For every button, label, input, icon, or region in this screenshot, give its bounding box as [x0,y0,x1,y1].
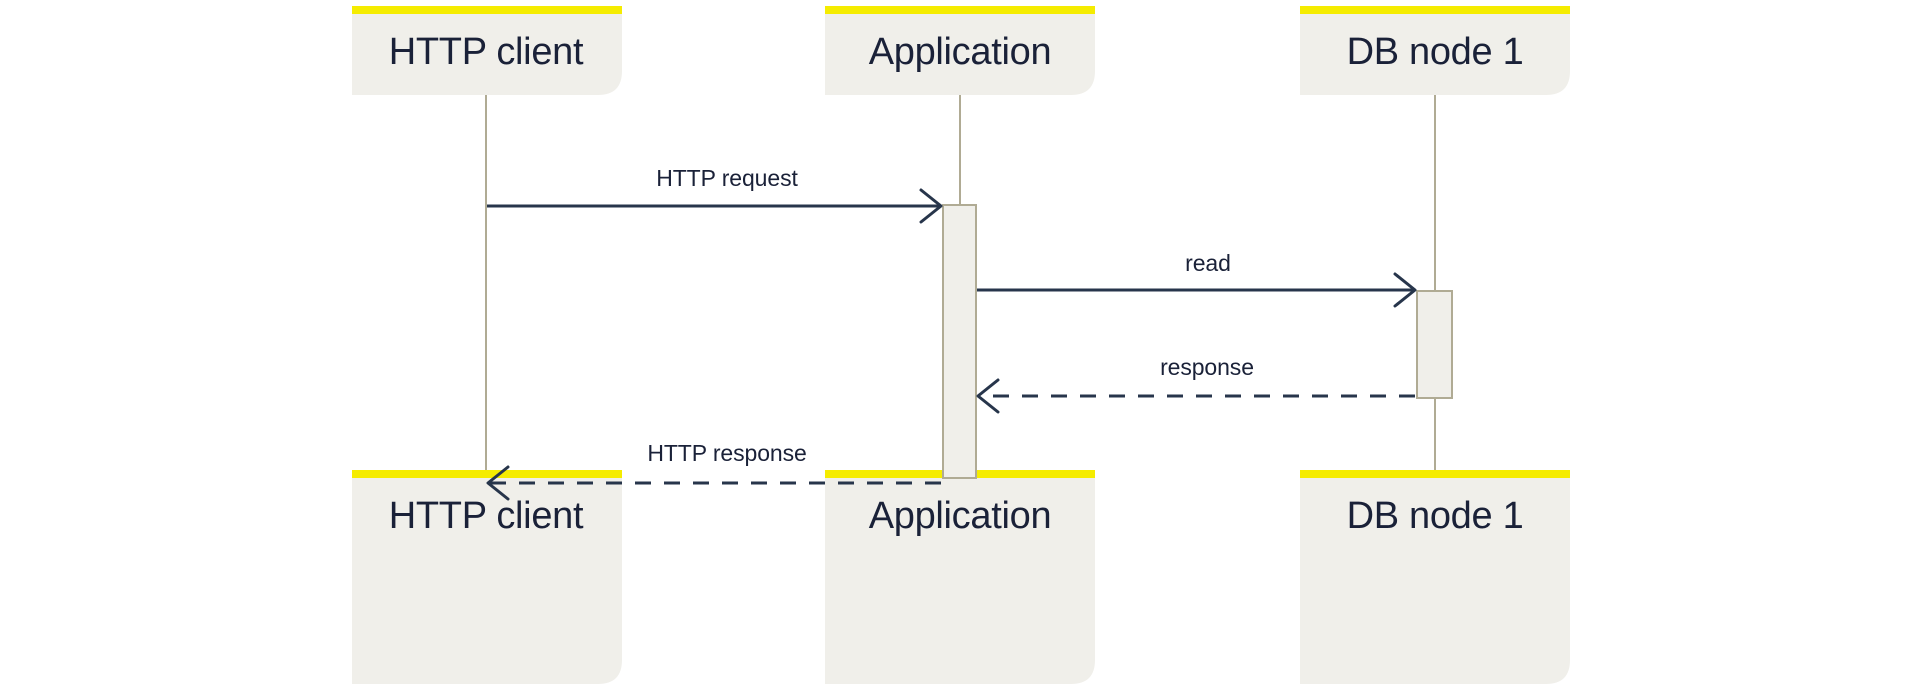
participant-accent-bar [352,470,622,478]
message-http-request[interactable]: HTTP request [487,165,943,224]
participant-label: Application [869,31,1052,73]
message-read[interactable]: read [977,250,1417,308]
message-label: HTTP request [656,165,798,191]
message-label: response [1160,354,1254,380]
participant-header-db-node-1[interactable]: DB node 1 [1300,6,1570,95]
participant-label: Application [869,495,1052,537]
participant-box-shape [352,470,622,684]
arrowhead-left-icon [486,465,510,501]
participant-footer-application[interactable]: Application [825,470,1095,684]
participant-footer-db-node-1[interactable]: DB node 1 [1300,470,1570,684]
message-http-response[interactable]: HTTP response [486,440,941,501]
participant-label: HTTP client [389,31,584,73]
participant-accent-bar [352,6,622,14]
participant-box-shape [352,6,622,95]
activation-bar-application[interactable] [942,204,977,479]
participant-header-http-client[interactable]: HTTP client [352,6,622,95]
message-label: read [1185,250,1231,276]
participant-label: HTTP client [389,495,584,537]
arrowhead-right-icon [919,188,943,224]
participant-accent-bar [1300,6,1570,14]
participant-box-shape [825,470,1095,684]
participant-box-shape [1300,6,1570,95]
participant-label: DB node 1 [1347,31,1524,73]
arrowhead-left-icon [976,378,1000,414]
arrowhead-right-icon [1393,272,1417,308]
participant-header-application[interactable]: Application [825,6,1095,95]
activation-bar-db-node-1[interactable] [1416,290,1453,399]
participant-label: DB node 1 [1347,495,1524,537]
participant-accent-bar [1300,470,1570,478]
message-response[interactable]: response [976,354,1415,414]
participant-box-shape [825,6,1095,95]
participant-accent-bar [825,6,1095,14]
participant-box-shape [1300,470,1570,684]
message-label: HTTP response [647,440,806,466]
participant-footer-http-client[interactable]: HTTP client [352,470,622,684]
